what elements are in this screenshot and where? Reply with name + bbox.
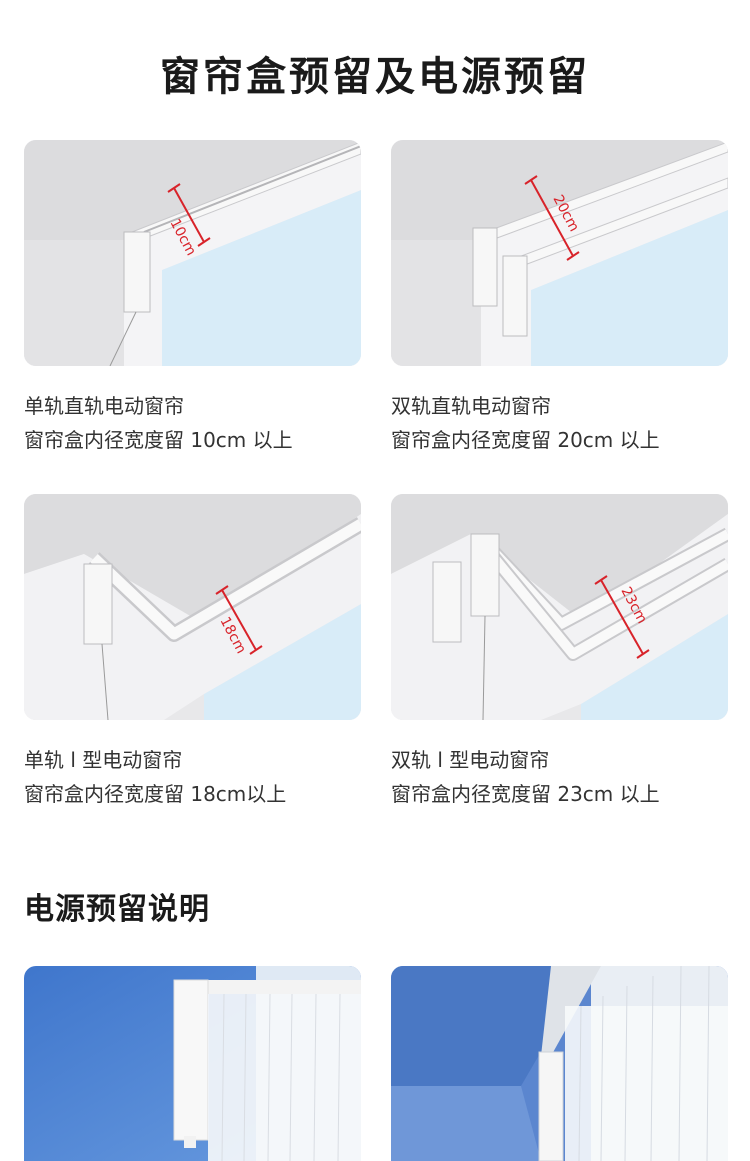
card-title: 双轨直轨电动窗帘 [391, 394, 551, 418]
card-requirement: 窗帘盒内径宽度留 23cm 以上 [391, 782, 660, 806]
card-double-l-track: 23cm 双轨 l 型电动窗帘 窗帘盒内径宽度留 23cm 以上 [391, 494, 728, 808]
double-straight-track-illustration: 20cm [391, 140, 728, 366]
single-l-track-illustration: 18cm [24, 494, 361, 720]
page-title: 窗帘盒预留及电源预留 [160, 54, 590, 100]
double-l-track-illustration: 23cm [391, 494, 728, 720]
card-title: 单轨直轨电动窗帘 [24, 394, 184, 418]
single-straight-track-illustration: 10cm [24, 140, 361, 366]
card-title: 单轨 l 型电动窗帘 [24, 748, 183, 772]
card-requirement: 窗帘盒内径宽度留 18cm以上 [24, 782, 287, 806]
card-title: 双轨 l 型电动窗帘 [391, 748, 550, 772]
power-outlet-photo-left [24, 966, 361, 1161]
power-outlet-photo-right [391, 966, 728, 1161]
card-single-straight-track: 10cm 单轨直轨电动窗帘 窗帘盒内径宽度留 10cm 以上 [24, 140, 361, 454]
card-requirement: 窗帘盒内径宽度留 10cm 以上 [24, 428, 293, 452]
card-requirement: 窗帘盒内径宽度留 20cm 以上 [391, 428, 660, 452]
section-title: 电源预留说明 [24, 892, 210, 927]
card-double-straight-track: 20cm 双轨直轨电动窗帘 窗帘盒内径宽度留 20cm 以上 [391, 140, 728, 454]
card-single-l-track: 18cm 单轨 l 型电动窗帘 窗帘盒内径宽度留 18cm以上 [24, 494, 361, 808]
